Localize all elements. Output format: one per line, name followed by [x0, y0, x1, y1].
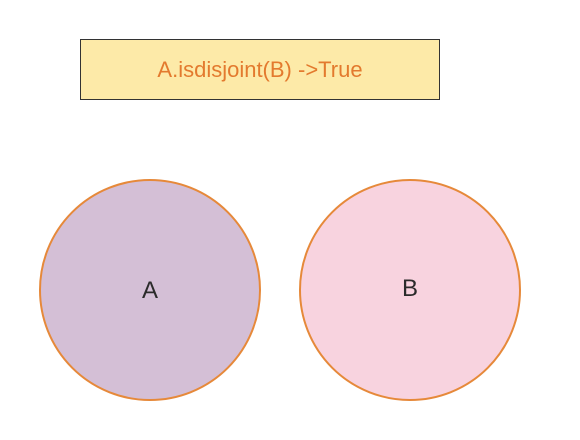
method-caption-box: A.isdisjoint(B) ->True	[80, 39, 440, 100]
set-a-circle	[39, 179, 261, 401]
set-a-label: A	[142, 277, 158, 304]
method-caption: A.isdisjoint(B) ->True	[157, 56, 363, 82]
set-b-label: B	[402, 275, 418, 302]
set-b-circle	[299, 179, 521, 401]
